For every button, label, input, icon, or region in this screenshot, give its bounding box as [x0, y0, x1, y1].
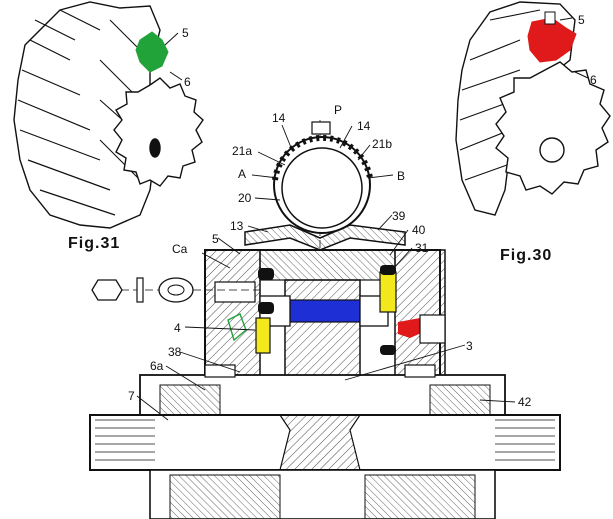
bolt-right	[419, 314, 446, 344]
label-21a: 21a	[232, 144, 252, 158]
figure-31: 5 6 Fig.31	[13, 1, 204, 252]
figure-30: 5 6 Fig.30	[455, 1, 611, 264]
leader-lines	[136, 124, 516, 421]
main-assembly: P 14 14 21a 21b A B 20 13 39 40 31 5 Ca …	[89, 103, 561, 519]
label-4: 4	[174, 321, 181, 335]
top-pin	[311, 121, 331, 135]
bolt-left	[214, 281, 256, 303]
roller	[380, 265, 396, 275]
label-21b: 21b	[372, 137, 392, 151]
label-42: 42	[518, 395, 532, 409]
label-P: P	[334, 103, 342, 117]
fig30-caption: Fig.30	[500, 247, 552, 264]
fig31-caption: Fig.31	[68, 235, 120, 252]
shaft-hole	[149, 138, 161, 158]
helical-gear-large	[13, 1, 161, 229]
spur-gear-small	[113, 77, 204, 187]
label-3: 3	[466, 339, 473, 353]
nut	[91, 279, 123, 301]
label-20: 20	[238, 191, 252, 205]
label-14-left: 14	[272, 111, 286, 125]
fig30-label-5: 5	[578, 13, 585, 27]
fig30-label-6: 6	[590, 73, 597, 87]
spline-left	[95, 419, 155, 461]
label-40: 40	[412, 223, 426, 237]
fig31-label-6: 6	[184, 75, 191, 89]
blue-shaft	[289, 299, 361, 323]
label-A: A	[238, 167, 246, 181]
red-contact-mark	[527, 17, 577, 63]
label-7: 7	[128, 389, 135, 403]
roller	[258, 268, 274, 280]
ring-inner	[281, 147, 363, 229]
roller	[380, 345, 396, 355]
label-39: 39	[392, 209, 406, 223]
label-31: 31	[415, 241, 429, 255]
label-13: 13	[230, 219, 244, 233]
clamp-plate	[244, 224, 406, 251]
label-B: B	[397, 169, 405, 183]
washer-flat	[136, 277, 144, 303]
label-5: 5	[212, 232, 219, 246]
yellow-bearing-right	[379, 271, 397, 313]
roller	[258, 302, 274, 314]
shaft-hole	[539, 137, 565, 163]
spur-gear-large	[495, 61, 611, 195]
spline-right	[495, 419, 555, 461]
yellow-bearing-left	[255, 317, 271, 354]
label-38: 38	[168, 345, 182, 359]
fig31-label-5: 5	[182, 26, 189, 40]
label-Ca: Ca	[172, 242, 188, 256]
green-contact-mark	[135, 31, 169, 73]
label-6a: 6a	[150, 359, 164, 373]
label-14-right: 14	[357, 119, 371, 133]
